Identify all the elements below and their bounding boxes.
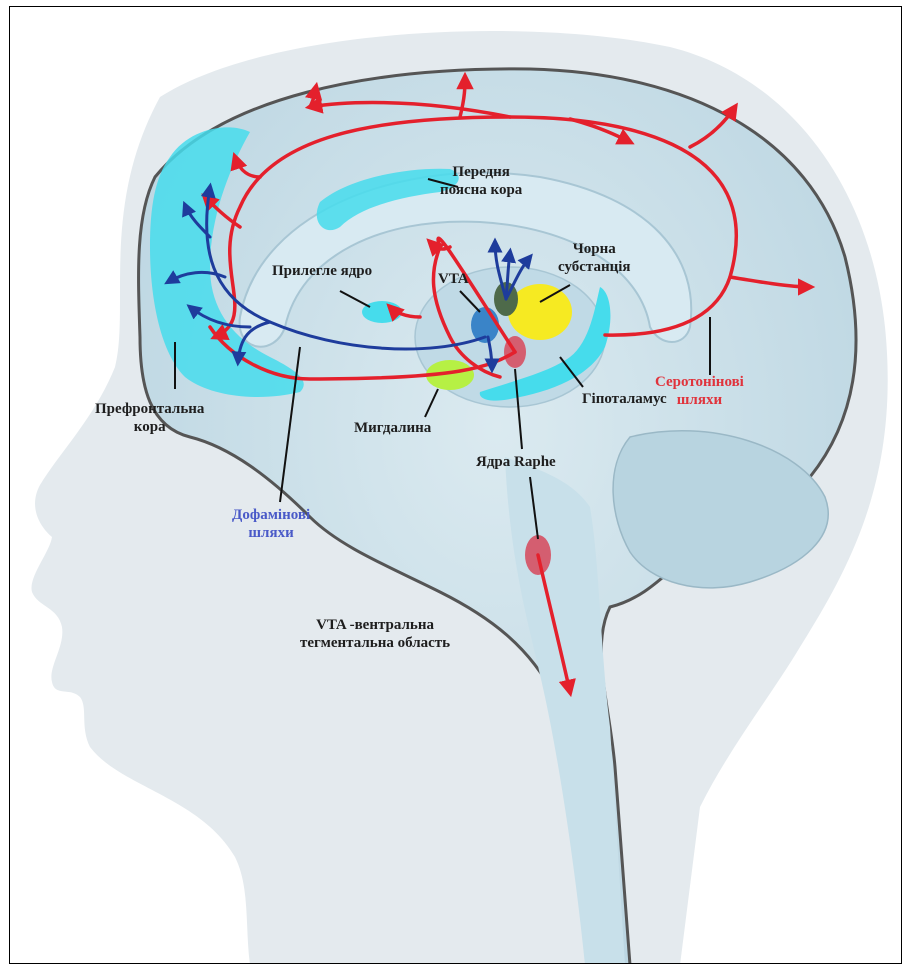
label-serotonin-pathways: Серотонінові шляхи <box>655 373 744 409</box>
label-amygdala: Мигдалина <box>354 419 431 437</box>
label-prefrontal-cortex: Префронтальна кора <box>95 400 204 436</box>
label-dopamine-pathways: Дофамінові шляхи <box>232 506 310 542</box>
label-raphe-nuclei: Ядра Raphe <box>476 453 556 471</box>
label-substantia-nigra: Чорна субстанція <box>558 240 631 276</box>
label-hypothalamus: Гіпоталамус <box>582 390 667 408</box>
label-anterior-cingulate: Передня поясна кора <box>440 163 522 199</box>
label-vta-definition: VTA -вентральна тегментальна область <box>300 616 450 652</box>
brain-diagram <box>10 7 902 964</box>
substantia-nigra <box>508 284 572 340</box>
label-nucleus-accumbens: Прилегле ядро <box>272 262 372 280</box>
label-vta: VTA <box>438 270 469 288</box>
diagram-frame: Передня поясна кора Чорна субстанція При… <box>9 6 902 964</box>
